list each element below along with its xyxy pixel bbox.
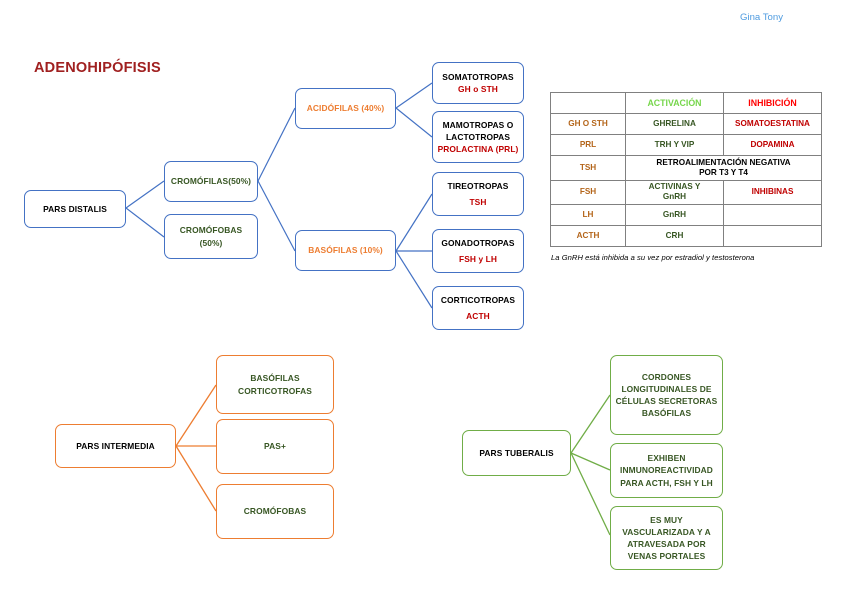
- node-acidofilas[interactable]: ACIDÓFILAS (40%): [295, 88, 396, 129]
- node-label-line1: EXHIBEN: [647, 453, 686, 464]
- node-cromofobas[interactable]: CROMÓFOBAS (50%): [164, 214, 258, 259]
- node-label: BASÓFILAS (10%): [308, 245, 383, 256]
- node-label-line2: CORTICOTROFAS: [238, 385, 312, 396]
- table-footnote: La GnRH está inhibida a su vez por estra…: [551, 253, 755, 262]
- node-basofilas-corticotrofas[interactable]: BASÓFILAS CORTICOTROFAS: [216, 355, 334, 414]
- node-pars-distalis[interactable]: PARS DISTALIS: [24, 190, 126, 228]
- node-label-line2: (50%): [199, 237, 223, 248]
- table-header-row: ACTIVACIÓN INHIBICIÓN: [550, 92, 822, 114]
- row-label: LH: [550, 204, 626, 226]
- row-label: PRL: [550, 134, 626, 156]
- header-empty: [550, 92, 626, 114]
- page-title: ADENOHIPÓFISIS: [34, 60, 161, 76]
- node-label: PARS DISTALIS: [43, 203, 107, 214]
- node-somatotropas[interactable]: SOMATOTROPAS GH o STH: [432, 62, 524, 104]
- row-activacion: ACTIVINAS Y GnRH: [625, 179, 724, 205]
- activacion-line1: ACTIVINAS Y: [648, 182, 701, 191]
- author-name: Gina Tony: [740, 12, 784, 23]
- node-label: SOMATOTROPAS: [442, 71, 514, 82]
- node-label: GONADOTROPAS: [441, 237, 515, 248]
- span-line2: POR T3 Y T4: [699, 167, 748, 177]
- node-label-line2: VASCULARIZADA Y A: [622, 526, 711, 537]
- table-row: TSH RETROALIMENTACIÓN NEGATIVA POR T3 Y …: [550, 155, 822, 181]
- row-activacion: GHRELINA: [625, 113, 724, 135]
- row-label: GH O STH: [550, 113, 626, 135]
- node-hormone: PROLACTINA (PRL): [437, 144, 519, 155]
- node-label-line2: LACTOTROPAS: [445, 131, 511, 142]
- node-vascularizada[interactable]: ES MUY VASCULARIZADA Y A ATRAVESADA POR …: [610, 506, 723, 570]
- table-row: GH O STH GHRELINA SOMATOESTATINA: [550, 113, 822, 135]
- node-label-line3: PARA ACTH, FSH Y LH: [620, 477, 713, 488]
- table-row: ACTH CRH: [550, 225, 822, 247]
- node-pas-positive[interactable]: PAS+: [216, 419, 334, 474]
- row-activacion: CRH: [625, 225, 724, 247]
- node-label: CROMÓFOBAS: [243, 506, 307, 517]
- node-label-line3: ATRAVESADA POR: [627, 539, 706, 549]
- node-basofilas[interactable]: BASÓFILAS (10%): [295, 230, 396, 271]
- node-label-line3: CÉLULAS SECRETORAS: [615, 396, 718, 406]
- node-mamotropas[interactable]: MAMOTROPAS O LACTOTROPAS PROLACTINA (PRL…: [432, 111, 524, 163]
- node-label: TIREOTROPAS: [447, 180, 509, 191]
- node-label: ACIDÓFILAS (40%): [306, 103, 385, 114]
- node-hormone: ACTH: [466, 311, 490, 321]
- node-tireotropas[interactable]: TIREOTROPAS TSH: [432, 172, 524, 216]
- header-activacion: ACTIVACIÓN: [625, 92, 724, 114]
- table-row: PRL TRH Y VIP DOPAMINA: [550, 134, 822, 156]
- node-corticotropas[interactable]: CORTICOTROPAS ACTH: [432, 286, 524, 330]
- node-label-line1: CORDONES: [641, 371, 692, 382]
- row-inhibicion: SOMATOESTATINA: [723, 113, 822, 135]
- row-activacion: TRH Y VIP: [625, 134, 724, 156]
- node-label-line1: MAMOTROPAS O: [442, 119, 514, 130]
- row-activacion: GnRH: [625, 204, 724, 226]
- node-cromofilas[interactable]: CROMÓFILAS(50%): [164, 161, 258, 202]
- node-hormone: TSH: [469, 197, 487, 207]
- span-line1: RETROALIMENTACIÓN NEGATIVA: [656, 157, 791, 167]
- row-inhibicion: [723, 225, 822, 247]
- node-pars-intermedia[interactable]: PARS INTERMEDIA: [55, 424, 176, 468]
- row-inhibicion: INHIBINAS: [723, 179, 822, 205]
- node-label: CROMÓFILAS(50%): [170, 176, 252, 187]
- node-label: PAS+: [264, 441, 286, 452]
- row-inhibicion: [723, 204, 822, 226]
- hormone-regulation-table: ACTIVACIÓN INHIBICIÓN GH O STH GHRELINA …: [550, 92, 822, 247]
- node-hormone: GH o STH: [458, 84, 498, 94]
- node-label-line1: ES MUY: [650, 514, 683, 525]
- node-gonadotropas[interactable]: GONADOTROPAS FSH y LH: [432, 229, 524, 273]
- node-label-line1: BASÓFILAS: [250, 373, 300, 384]
- node-label-line4: VENAS PORTALES: [627, 551, 706, 562]
- activacion-line2: GnRH: [662, 192, 687, 202]
- node-pars-tuberalis[interactable]: PARS TUBERALIS: [462, 430, 571, 476]
- node-label: PARS INTERMEDIA: [76, 440, 155, 451]
- row-label: FSH: [550, 179, 626, 205]
- table-row: FSH ACTIVINAS Y GnRH INHIBINAS: [550, 179, 822, 205]
- node-label-line1: CROMÓFOBAS: [179, 225, 243, 236]
- node-label-line2: LONGITUDINALES DE: [621, 383, 712, 394]
- row-label: TSH: [550, 155, 626, 181]
- node-label: PARS TUBERALIS: [479, 447, 554, 458]
- node-cordones-longitudinales[interactable]: CORDONES LONGITUDINALES DE CÉLULAS SECRE…: [610, 355, 723, 435]
- node-label-line2: INMUNOREACTIVIDAD: [620, 465, 713, 476]
- row-span-cell: RETROALIMENTACIÓN NEGATIVA POR T3 Y T4: [625, 155, 822, 181]
- row-label: ACTH: [550, 225, 626, 247]
- row-inhibicion: DOPAMINA: [723, 134, 822, 156]
- node-hormone: FSH y LH: [458, 254, 498, 264]
- node-inmunoreactividad[interactable]: EXHIBEN INMUNOREACTIVIDAD PARA ACTH, FSH…: [610, 443, 723, 498]
- node-cromofobas-intermedia[interactable]: CROMÓFOBAS: [216, 484, 334, 539]
- node-label: CORTICOTROPAS: [440, 294, 516, 305]
- table-row: LH GnRH: [550, 204, 822, 226]
- node-label-line4: BASÓFILAS: [641, 408, 692, 419]
- header-inhibicion: INHIBICIÓN: [723, 92, 822, 114]
